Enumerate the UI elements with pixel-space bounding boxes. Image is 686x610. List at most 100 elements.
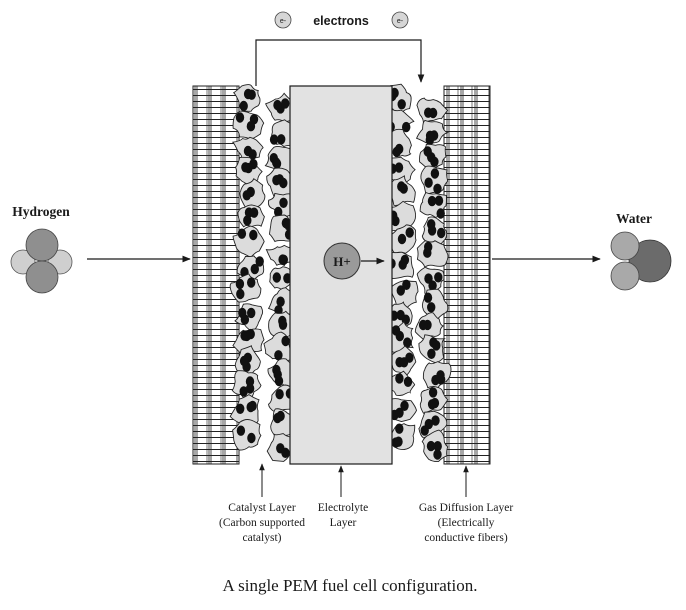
cathode-catalyst-particle	[432, 340, 441, 351]
cathode-catalyst-particle	[397, 99, 406, 110]
anode-catalyst-particle	[278, 319, 288, 330]
cathode-catalyst-particle	[437, 227, 446, 239]
cathode-catalyst-particle	[395, 143, 404, 155]
cathode-catalyst-particle	[402, 121, 411, 133]
anode-catalyst-particle	[274, 350, 283, 361]
anode-catalyst-particle	[248, 149, 257, 160]
catalyst-label-line-1: Catalyst Layer	[228, 502, 296, 514]
proton: H+	[323, 242, 385, 280]
anode-catalyst-particle	[279, 254, 288, 265]
cathode-catalyst-particle	[430, 397, 440, 409]
anode-gas-diffusion-layer	[192, 85, 240, 465]
anode-catalyst-particle	[243, 88, 253, 100]
cathode-catalyst-particle	[426, 440, 436, 452]
anode-catalyst-particle	[245, 376, 255, 387]
cathode-catalyst-particle	[430, 156, 439, 167]
water-molecule: Water	[492, 211, 672, 291]
cathode-catalyst-particle	[397, 233, 407, 245]
hydrogen-atom-bottom	[25, 260, 59, 294]
anode-catalyst-particle	[238, 307, 247, 319]
anode-catalyst-particle	[272, 272, 281, 283]
cathode-catalyst-particle	[427, 348, 436, 359]
cathode-catalyst-particle	[420, 425, 429, 436]
cathode-catalyst-particle	[394, 162, 404, 173]
anode-catalyst-particle	[239, 100, 248, 112]
cathode-catalyst-particle	[395, 423, 404, 434]
cathode-catalyst-particle	[395, 373, 404, 384]
cathode-catalyst-particle	[423, 146, 432, 157]
proton-circle	[323, 242, 361, 280]
cathode-catalyst-particle	[427, 195, 437, 207]
anode-catalyst-particle	[236, 403, 245, 414]
proton-label: H+	[333, 254, 351, 269]
anode-catalyst-particle	[272, 175, 281, 186]
anode-catalyst-particle	[249, 229, 258, 241]
cathode-catalyst-layer	[382, 83, 452, 462]
anode-catalyst-particle	[247, 307, 256, 319]
cathode-catalyst-particle	[428, 387, 438, 398]
anode-catalyst-particle	[281, 335, 290, 347]
cathode-catalyst-particle	[399, 357, 409, 368]
electron-icon-right	[391, 11, 409, 29]
cathode-catalyst-particle	[428, 280, 437, 291]
cathode-catalyst-particle	[396, 285, 405, 296]
cathode-catalyst-particle	[436, 208, 445, 219]
cathode-catalyst-particle	[431, 415, 440, 426]
anode-catalyst-particle	[237, 228, 247, 239]
cathode-catalyst-particle	[402, 279, 411, 290]
anode-catalyst-particle	[235, 112, 245, 123]
cathode-catalyst-particle	[427, 302, 436, 313]
cathode-gas-diffusion-layer	[443, 85, 491, 465]
anode-catalyst-particle	[279, 177, 288, 189]
cathode-catalyst-particle	[433, 449, 442, 460]
gas-diffusion-label-line-2: (Electrically	[438, 517, 495, 529]
anode-catalyst-particle	[279, 197, 288, 208]
water-oxygen-atom	[628, 239, 672, 283]
anode-catalyst-particle	[239, 355, 249, 367]
anode-catalyst-particle	[277, 134, 286, 145]
water-hydrogen-atom-top	[610, 231, 640, 261]
gas-diffusion-layer-label: Gas Diffusion Layer (Electrically conduc…	[419, 502, 513, 544]
electrolyte-layer-label: Electrolyte Layer	[318, 502, 368, 529]
hydrogen-molecule: Hydrogen	[10, 204, 191, 294]
water-label: Water	[616, 211, 652, 226]
anode-catalyst-particle	[255, 256, 264, 267]
cathode-catalyst-particle	[403, 337, 412, 348]
anode-catalyst-particle	[273, 369, 282, 380]
electrolyte-label-line-1: Electrolyte	[318, 502, 368, 514]
cathode-catalyst-particle	[433, 441, 442, 452]
anode-catalyst-particle	[281, 447, 290, 458]
cathode-catalyst-particle	[433, 183, 442, 194]
anode-catalyst-particle	[236, 288, 245, 300]
figure-caption: A single PEM fuel cell configuration.	[223, 576, 478, 595]
anode-catalyst-layer	[229, 84, 300, 462]
anode-catalyst-particle	[272, 158, 282, 169]
electron-symbol-left: e-	[280, 18, 287, 25]
gas-diffusion-label-line-1: Gas Diffusion Layer	[419, 502, 513, 514]
electron-circuit: e- electrons e-	[255, 11, 425, 86]
anode-catalyst-particle	[246, 328, 255, 340]
electrolyte-label-line-2: Layer	[330, 517, 357, 529]
anode-catalyst-particle	[250, 263, 259, 275]
cathode-catalyst-particle	[395, 407, 404, 418]
cathode-catalyst-particle	[418, 319, 428, 331]
cathode-catalyst-particle	[424, 241, 433, 253]
anode-catalyst-particle	[247, 432, 256, 444]
hydrogen-atom-top	[25, 228, 59, 262]
cathode-carbon-blob	[416, 240, 449, 268]
cathode-catalyst-particle	[434, 195, 444, 206]
anode-catalyst-particle	[241, 162, 250, 173]
electron-wire	[255, 39, 425, 86]
electrons-label: electrons	[313, 14, 369, 28]
cathode-catalyst-particle	[425, 130, 435, 141]
hydrogen-label: Hydrogen	[12, 204, 70, 219]
cathode-catalyst-particle	[398, 259, 407, 270]
cathode-catalyst-particle	[405, 227, 414, 238]
cathode-catalyst-particle	[431, 374, 440, 386]
anode-catalyst-particle	[281, 98, 290, 109]
anode-catalyst-particle	[275, 389, 284, 400]
anode-catalyst-particle	[248, 400, 257, 412]
anode-catalyst-particle	[273, 99, 282, 111]
anode-catalyst-particle	[243, 215, 252, 226]
anode-catalyst-particle	[242, 190, 251, 201]
